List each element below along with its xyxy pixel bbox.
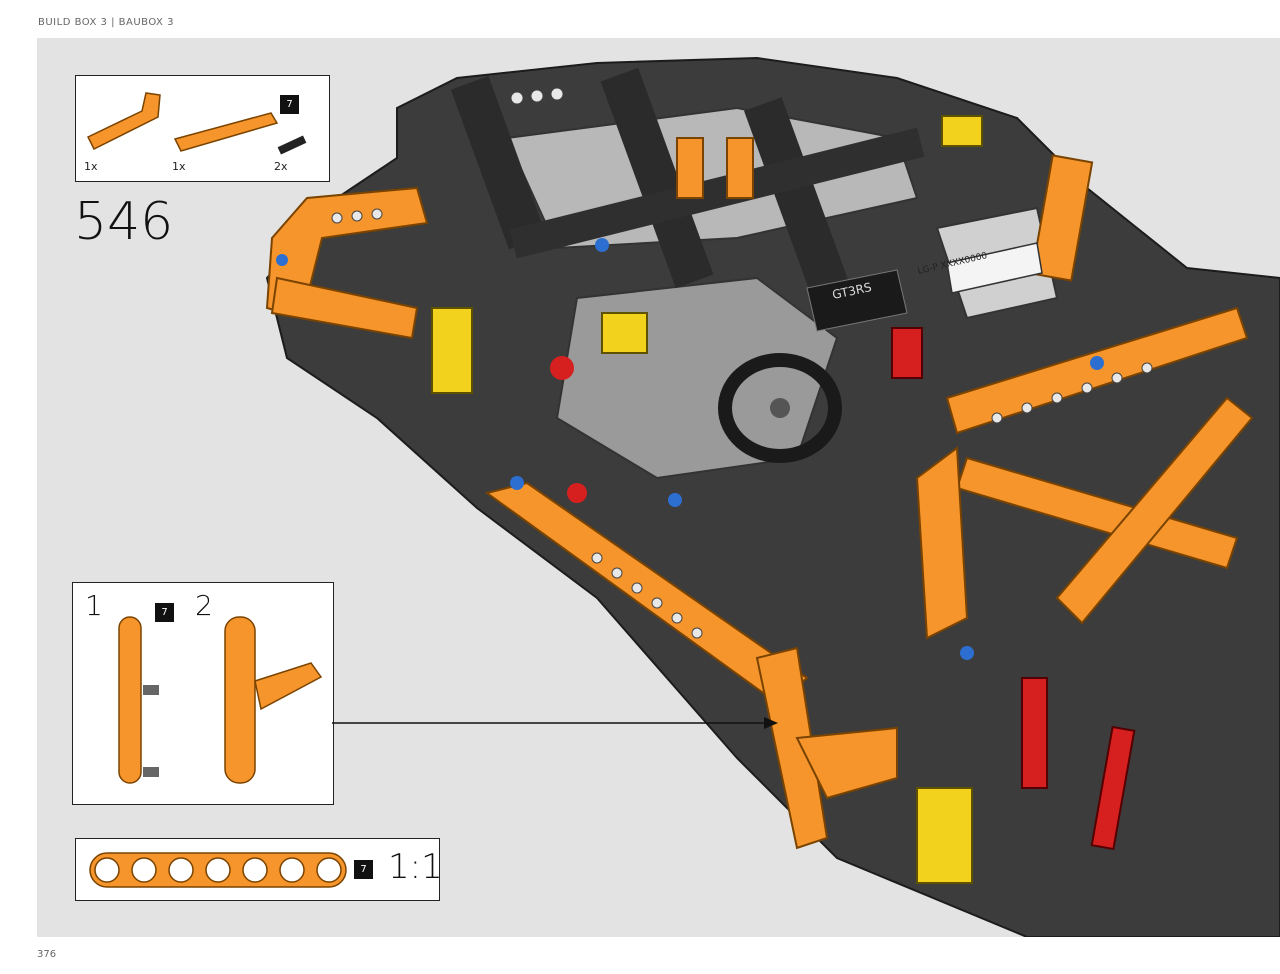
substep-2-number: 2 (195, 589, 213, 622)
orange-straight-beam-icon (173, 112, 279, 152)
page-header: BUILD BOX 3 | BAUBOX 3 (38, 17, 174, 28)
model-illustration (265, 56, 1280, 937)
scale-beam-icon (89, 852, 347, 888)
part-qty-3: 2x (274, 160, 288, 173)
part-qty-2: 1x (172, 160, 186, 173)
color-code-badge: 7 (280, 95, 299, 114)
scale-ratio: 1:1 (388, 847, 443, 887)
sub-assembly-box: 1 7 2 (72, 582, 334, 805)
black-connector-pin-icon (277, 135, 307, 155)
substep-1-number: 1 (85, 589, 103, 622)
page-number: 376 (37, 949, 57, 960)
substep-color-badge: 7 (155, 603, 174, 622)
orange-angled-beam-icon (86, 92, 161, 151)
step-number: 546 (74, 192, 174, 252)
parts-list-box: 1x 1x 7 2x (75, 75, 330, 182)
substep-2-assembly-icon (224, 616, 323, 784)
callout-arrow (332, 717, 778, 729)
substep-1-beam-icon (118, 616, 159, 784)
scale-reference-box: 7 1:1 (75, 838, 443, 901)
scale-color-badge: 7 (354, 860, 373, 879)
part-qty-1: 1x (84, 160, 98, 173)
